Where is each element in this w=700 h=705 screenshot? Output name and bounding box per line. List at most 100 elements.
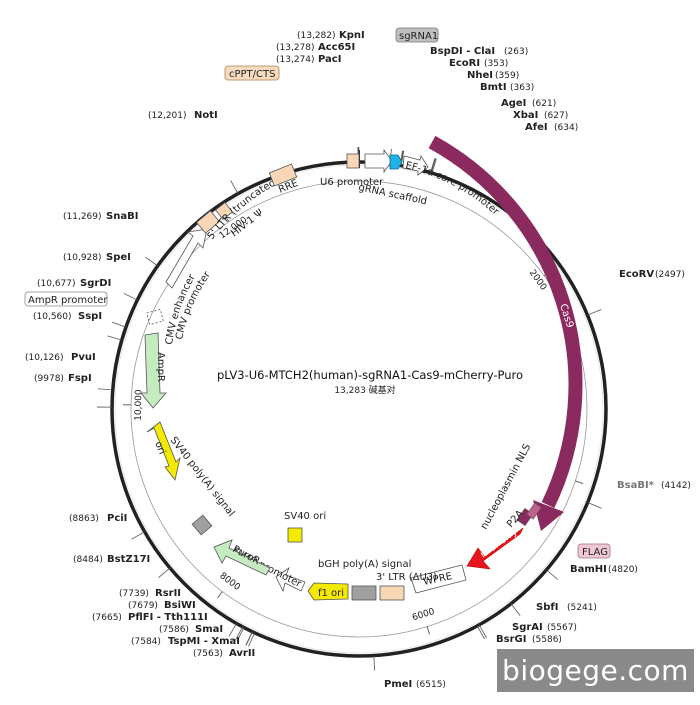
site-xbai: XbaI (627) bbox=[513, 110, 568, 121]
site-leader-line bbox=[98, 389, 113, 390]
mcherry-label: mCherry bbox=[478, 526, 519, 560]
site-sgrdi: (10,677) SgrDI bbox=[37, 278, 111, 289]
svg-text:(6515): (6515) bbox=[416, 680, 446, 690]
callout-ampr-promoter: AmpR promoter bbox=[25, 292, 108, 306]
site-bsiwi: (7679) BsiWI bbox=[128, 600, 196, 611]
svg-text:(5586): (5586) bbox=[532, 635, 562, 645]
svg-text:PvuI: PvuI bbox=[71, 352, 96, 363]
svg-text:PacI: PacI bbox=[318, 54, 341, 65]
cas9-arrow bbox=[432, 142, 575, 505]
svg-text:AmpR promoter: AmpR promoter bbox=[28, 295, 108, 306]
svg-text:BmtI: BmtI bbox=[480, 82, 507, 93]
svg-text:(7739): (7739) bbox=[119, 589, 149, 599]
svg-text:EcoRV: EcoRV bbox=[619, 269, 654, 280]
svg-text:(12,201): (12,201) bbox=[148, 111, 187, 121]
site-leader-line bbox=[145, 257, 157, 266]
f1ori-label: f1 ori bbox=[318, 588, 344, 599]
site-leader-line bbox=[231, 181, 238, 194]
ruler-tick bbox=[218, 592, 223, 598]
site-tspmi-xmai: (7584) TspMI - XmaI bbox=[131, 636, 240, 647]
ampr-promoter-box bbox=[147, 309, 164, 324]
site-leader-line bbox=[587, 309, 601, 315]
site-ecori: EcoRI (353) bbox=[449, 58, 508, 69]
u6-promoter-arrow bbox=[365, 150, 392, 172]
svg-text:(13,274): (13,274) bbox=[276, 55, 315, 65]
svg-text:BsrGI: BsrGI bbox=[496, 634, 526, 645]
watermark: biogege.com bbox=[497, 649, 694, 692]
site-leader-line bbox=[511, 604, 520, 616]
site-pflfi-tth111i: (7665) PflFI - Tth111I bbox=[92, 612, 208, 623]
svg-text:BstZ17I: BstZ17I bbox=[107, 554, 150, 565]
svg-text:BspDI - ClaI: BspDI - ClaI bbox=[430, 46, 495, 57]
svg-text:NotI: NotI bbox=[194, 110, 218, 121]
site-fspi: (9978) FspI bbox=[34, 373, 92, 384]
svg-text:(263): (263) bbox=[504, 47, 528, 57]
svg-text:SmaI: SmaI bbox=[195, 624, 223, 635]
svg-text:PciI: PciI bbox=[107, 513, 127, 524]
svg-text:Acc65I: Acc65I bbox=[318, 42, 355, 53]
svg-text:(7563): (7563) bbox=[193, 649, 223, 659]
svg-text:SgrDI: SgrDI bbox=[80, 278, 111, 289]
sv40-polya-label: SV40 poly(A) signal bbox=[168, 435, 237, 519]
site-leader-line bbox=[112, 322, 126, 327]
svg-text:SspI: SspI bbox=[78, 311, 102, 322]
site-afei: AfeI (634) bbox=[525, 122, 578, 133]
cppt-box bbox=[347, 154, 359, 168]
svg-text:(13,278): (13,278) bbox=[276, 43, 315, 53]
bgh-box bbox=[352, 586, 376, 600]
site-leader-line bbox=[374, 656, 375, 671]
callout-sgrna1: sgRNA1 bbox=[396, 28, 438, 42]
bgh-label: bGH poly(A) signal bbox=[318, 559, 411, 570]
svg-text:(4820): (4820) bbox=[608, 565, 638, 575]
ruler-tick-label: 6000 bbox=[411, 607, 436, 623]
callout-cppt: cPPT/CTS bbox=[225, 66, 279, 80]
svg-text:XbaI: XbaI bbox=[513, 110, 538, 121]
svg-text:AvrII: AvrII bbox=[229, 648, 255, 659]
svg-text:(9978): (9978) bbox=[34, 374, 64, 384]
svg-text:(8863): (8863) bbox=[69, 514, 99, 524]
svg-text:(7665): (7665) bbox=[92, 613, 122, 623]
svg-text:BsaBI*: BsaBI* bbox=[617, 480, 655, 491]
svg-text:(5241): (5241) bbox=[567, 603, 597, 613]
plasmid-length: 13,283 碱基对 bbox=[334, 384, 395, 396]
svg-text:(353): (353) bbox=[484, 59, 508, 69]
site-leader-line bbox=[588, 503, 602, 509]
site-pcii: (8863) PciI bbox=[69, 513, 127, 524]
site-leader-line bbox=[132, 532, 145, 539]
svg-text:SpeI: SpeI bbox=[106, 252, 131, 263]
ruler-tick-label: 8000 bbox=[217, 571, 242, 593]
site-avrii: (7563) AvrII bbox=[193, 648, 255, 659]
ltr3-label: 3' LTR (ΔU3) bbox=[376, 572, 437, 583]
site-bamhi: BamHI (4820) bbox=[570, 564, 638, 575]
svg-text:AfeI: AfeI bbox=[525, 122, 548, 133]
svg-text:(10,677): (10,677) bbox=[37, 279, 76, 289]
ruler-tick bbox=[427, 627, 429, 635]
svg-text:(13,282): (13,282) bbox=[297, 31, 336, 41]
site-leader-line bbox=[158, 568, 169, 578]
site-leader-line bbox=[246, 632, 252, 646]
site-agei: AgeI (621) bbox=[501, 98, 556, 109]
svg-text:(359): (359) bbox=[495, 71, 519, 81]
svg-text:BamHI: BamHI bbox=[570, 564, 607, 575]
svg-text:KpnI: KpnI bbox=[339, 30, 365, 41]
svg-text:(621): (621) bbox=[532, 99, 556, 109]
svg-text:AgeI: AgeI bbox=[501, 98, 526, 109]
site-nhei: NheI (359) bbox=[467, 70, 519, 81]
svg-text:(627): (627) bbox=[544, 111, 568, 121]
callout-flag: FLAG bbox=[578, 544, 610, 558]
sv40-ori-label: SV40 ori bbox=[284, 511, 326, 522]
svg-text:EcoRI: EcoRI bbox=[449, 58, 480, 69]
svg-text:(7679): (7679) bbox=[128, 601, 158, 611]
svg-text:SbfI: SbfI bbox=[536, 602, 558, 613]
site-bspdi-clai: BspDI - ClaI (263) bbox=[430, 46, 528, 57]
site-leader-line bbox=[229, 623, 236, 636]
site-bstz17i: (8484) BstZ17I bbox=[73, 554, 150, 565]
site-spei: (10,928) SpeI bbox=[63, 252, 131, 263]
svg-text:(634): (634) bbox=[554, 123, 578, 133]
site-kpni: (13,282) KpnI bbox=[297, 30, 365, 41]
site-sgrai: SgrAI (5567) bbox=[512, 622, 577, 633]
svg-text:sgRNA1: sgRNA1 bbox=[399, 31, 438, 42]
svg-text:FspI: FspI bbox=[68, 373, 92, 384]
